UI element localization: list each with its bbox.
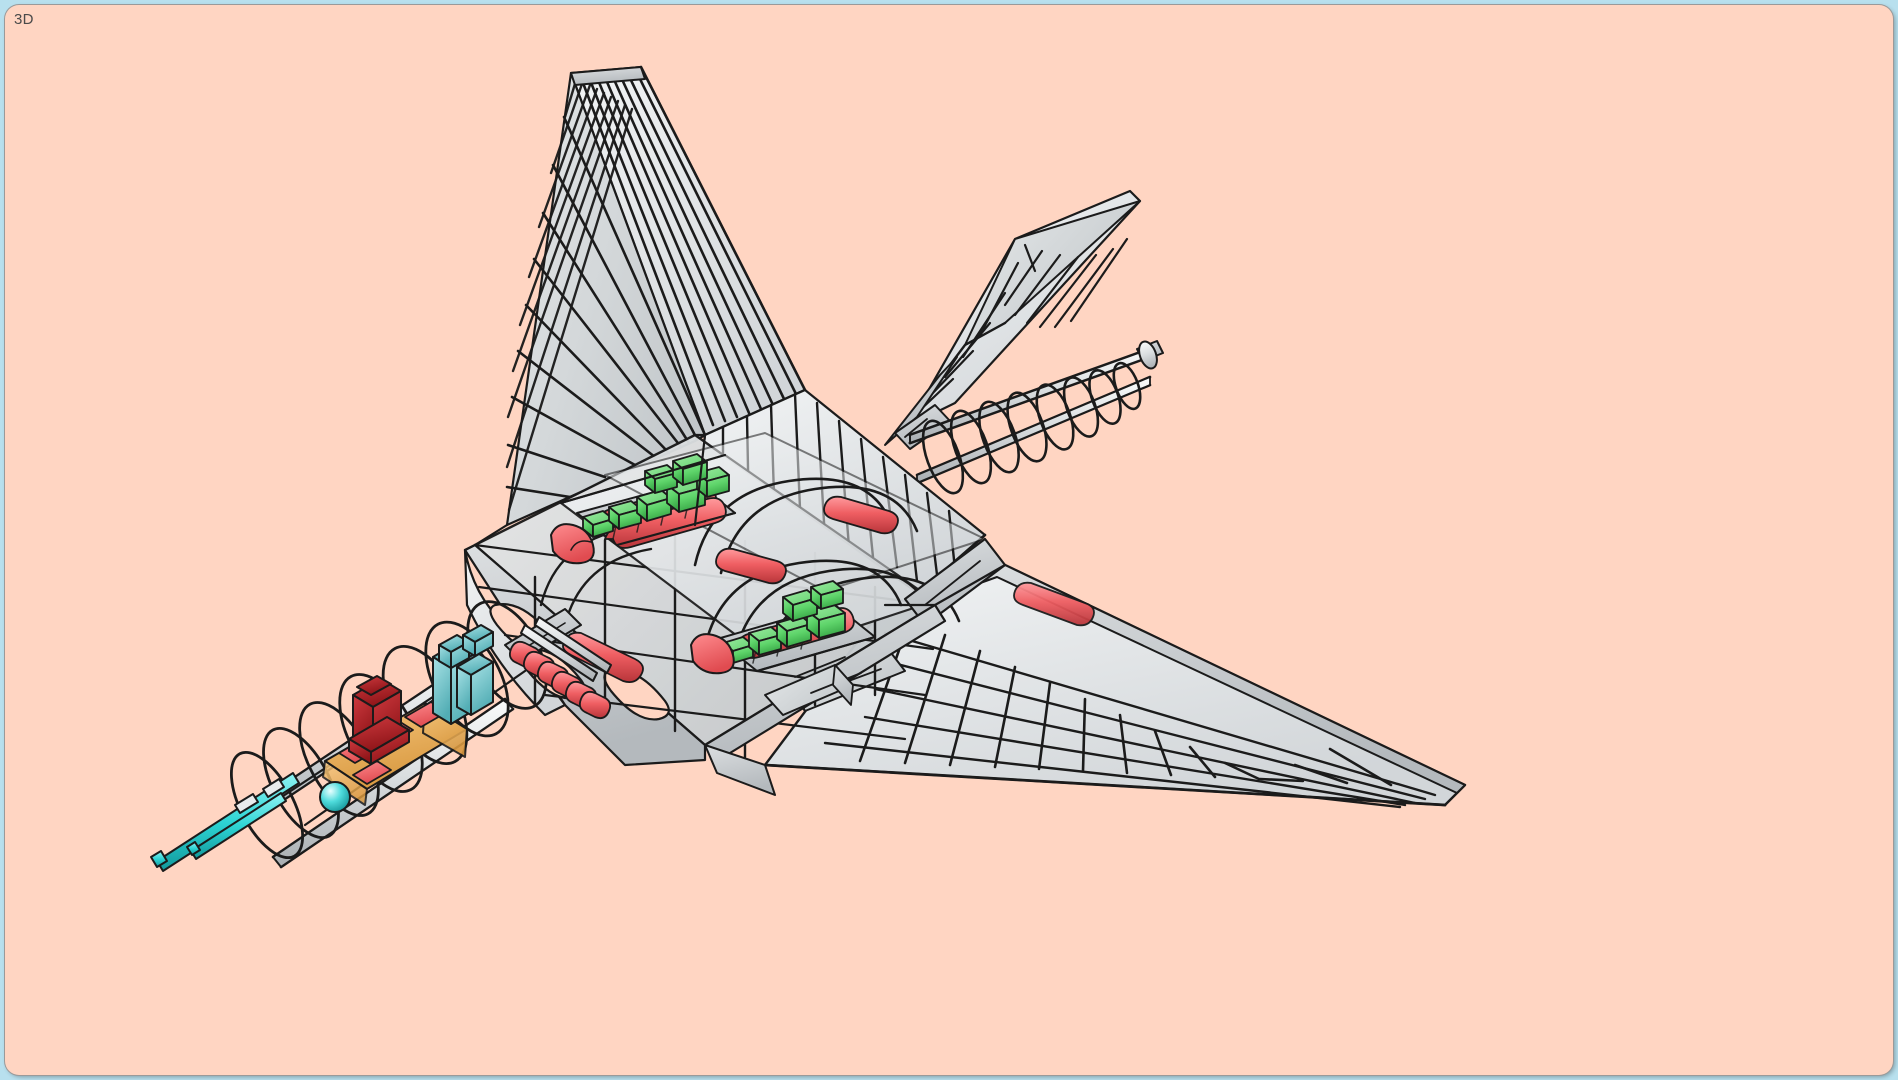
ammunition-feed xyxy=(508,616,612,720)
horizontal-stabilizer xyxy=(884,189,1142,450)
lower-bay-structure xyxy=(704,656,862,796)
tail-boom xyxy=(908,340,1164,495)
aircraft-model-drawing xyxy=(150,65,1467,872)
overlay-frame-lines xyxy=(463,433,1007,673)
nose-section xyxy=(150,600,582,872)
payload-bay-aft xyxy=(716,580,876,672)
vertical-stabilizer xyxy=(505,65,807,527)
viewport-label: 3D xyxy=(14,11,34,28)
3d-viewport[interactable]: 3D xyxy=(5,5,1893,1075)
3d-scene[interactable] xyxy=(5,5,1893,1075)
internal-tanks xyxy=(550,495,1095,684)
